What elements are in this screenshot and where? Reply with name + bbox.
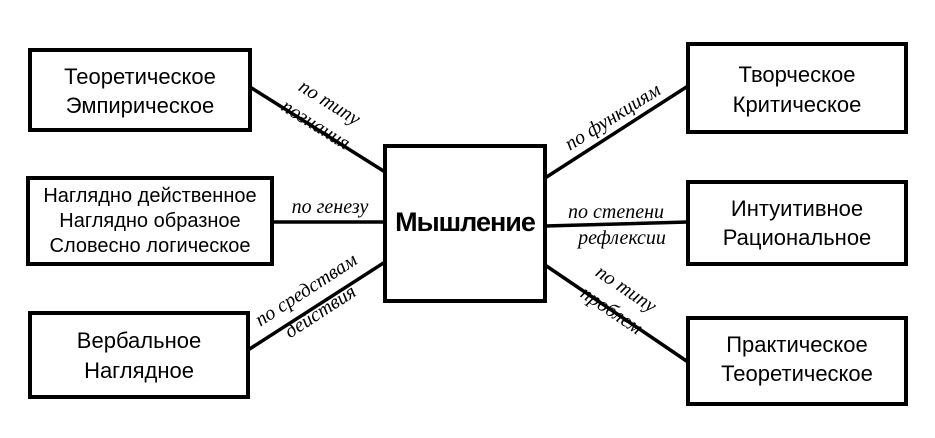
node-mid-left-line1: Наглядно действенное [43,185,256,207]
edge-label-bottom-right: по типу проблем [576,261,660,340]
edge-label-top-right-line1: по функциям [561,79,665,155]
node-bottom-right-line2: Теоретическое [721,361,873,386]
node-mid-right: Интуитивное Рациональное [686,180,908,266]
edge-label-mid-right-line1: по степени [568,201,664,223]
edge-label-mid-left: по генезу [292,196,369,218]
connector-top-right [544,84,689,180]
node-top-left: Теоретическое Эмпирическое [28,48,252,132]
node-mid-right-line1: Интуитивное [731,196,863,221]
edge-label-top-left: по типу познания [277,75,364,154]
connector-bottom-left [247,260,386,352]
connector-top-left [249,85,386,174]
node-top-left-line1: Теоретическое [64,64,216,89]
center-label: Мышление [395,207,536,237]
center-node: Мышление [383,144,547,303]
node-mid-right-line2: Рациональное [723,225,872,250]
node-mid-left: Наглядно действенное Наглядно образное С… [26,176,274,266]
node-bottom-right: Практическое Теоретическое [686,316,908,406]
node-top-right-line1: Творческое [739,62,856,87]
edge-label-top-right: по функциям [561,79,665,155]
node-bottom-left-line1: Вербальное [77,328,201,353]
connector-bottom-right [544,263,689,364]
node-mid-left-line3: Словесно логическое [50,235,251,257]
node-bottom-left: Вербальное Наглядное [28,311,250,399]
node-top-right-line2: Критическое [733,92,862,117]
edge-label-mid-right: по степени рефлексии [568,201,666,249]
node-top-left-line2: Эмпирическое [66,93,214,118]
node-bottom-left-line2: Наглядное [84,358,194,383]
node-bottom-right-line1: Практическое [726,332,868,357]
node-top-right: Творческое Критическое [686,42,908,134]
node-mid-left-line2: Наглядно образное [59,210,240,232]
edge-label-mid-right-line2: рефлексии [576,227,666,249]
connector-mid-right [544,220,689,228]
